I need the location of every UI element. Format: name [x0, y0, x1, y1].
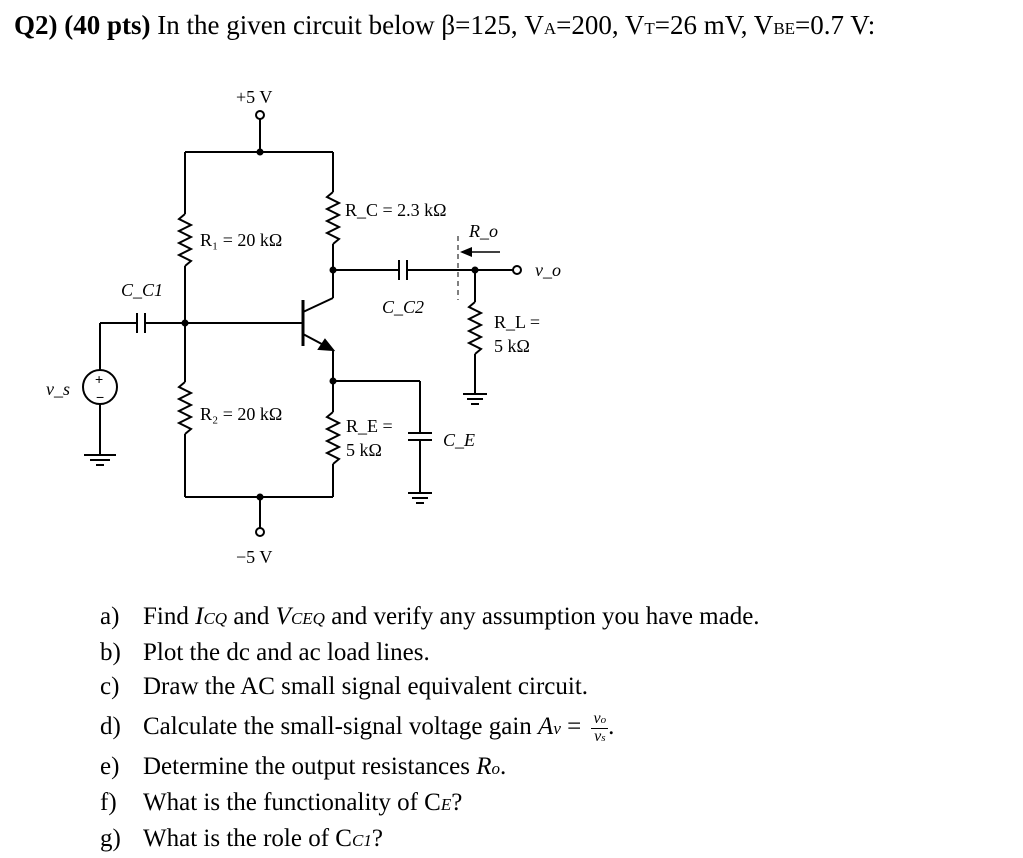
- vs-minus: −: [96, 389, 104, 405]
- question-letter: e): [100, 753, 120, 780]
- question-letter: a): [100, 603, 120, 630]
- vs-label: v_s: [46, 379, 70, 399]
- question-list: a) Find ICQ and VCEQ and verify any assum…: [100, 600, 760, 858]
- cc1-label: C_C1: [121, 280, 163, 300]
- vbe-subscript: BE: [773, 19, 796, 38]
- vbe-value: =0.7 V:: [795, 10, 876, 40]
- question-d: d) Calculate the small-signal voltage gai…: [100, 704, 760, 750]
- question-f: f) What is the functionality of CE?: [100, 786, 760, 822]
- q-text: Draw the AC small signal equivalent circ…: [143, 673, 589, 700]
- vt-value: =26 mV, V: [654, 10, 774, 40]
- vo-label: v_o: [535, 260, 561, 280]
- r1-label: R₁ = 20 kΩ: [200, 230, 282, 250]
- q-text: Calculate the small-signal voltage gain: [143, 713, 539, 740]
- rl-resistor: [466, 301, 484, 355]
- junction-dots: [181, 148, 479, 501]
- frac-den-sub: s: [601, 731, 606, 744]
- vcc-label: +5 V: [236, 87, 272, 107]
- cc2-label: C_C2: [382, 297, 424, 317]
- rl-label-line1: R_L =: [494, 312, 540, 332]
- vee-label: −5 V: [236, 547, 272, 567]
- vs-plus: +: [95, 371, 103, 387]
- ro-label: R_o: [468, 221, 498, 241]
- q-sub: E: [440, 795, 452, 814]
- question-c: c) Draw the AC small signal equivalent ci…: [100, 670, 760, 704]
- r2-resistor: [176, 381, 194, 435]
- vo-terminal: [512, 265, 522, 275]
- problem-heading: Q2) (40 pts) In the given circuit below …: [14, 8, 875, 46]
- re-label-line2: 5 kΩ: [346, 440, 382, 460]
- q-text: Plot the dc and ac load lines.: [143, 639, 430, 666]
- q-text: and: [227, 603, 276, 630]
- r2-label: R₂ = 20 kΩ: [200, 404, 282, 424]
- vcc-terminal: [255, 110, 265, 120]
- given-intro: In the given circuit below β=125, V: [157, 10, 544, 40]
- q-text: .: [500, 753, 507, 780]
- rc-label: R_C = 2.3 kΩ: [345, 200, 447, 220]
- question-letter: g): [100, 825, 121, 852]
- wires: [82, 110, 522, 537]
- q-var: I: [195, 603, 204, 630]
- q-sub: CQ: [203, 609, 228, 628]
- frac-num-sub: o: [600, 713, 607, 726]
- vt-subscript: T: [644, 19, 655, 38]
- re-resistor: [324, 411, 342, 465]
- q-text: ?: [371, 825, 383, 852]
- q-text: What is the functionality of C: [143, 789, 441, 816]
- question-letter: c): [100, 673, 120, 700]
- question-b: b) Plot the dc and ac load lines.: [100, 636, 760, 670]
- frac-num: v: [593, 709, 601, 727]
- frac-den: v: [594, 727, 602, 745]
- q-sub: v: [553, 719, 561, 738]
- question-a: a) Find ICQ and VCEQ and verify any assum…: [100, 600, 760, 636]
- rl-label-line2: 5 kΩ: [494, 336, 530, 356]
- question-e: e) Determine the output resistances Ro.: [100, 750, 760, 786]
- q-text: and verify any assumption you have made.: [324, 603, 760, 630]
- ro-arrow: [460, 247, 472, 257]
- q-text: Find: [143, 603, 196, 630]
- q-text: =: [560, 713, 588, 740]
- q-text: ?: [451, 789, 463, 816]
- q-text: Determine the output resistances: [143, 753, 477, 780]
- question-letter: f): [100, 789, 117, 816]
- rc-resistor: [324, 191, 342, 245]
- vee-terminal: [255, 527, 265, 537]
- r1-resistor: [176, 213, 194, 267]
- ce-label: C_E: [443, 430, 475, 450]
- q-sub: CEQ: [290, 609, 325, 628]
- q-text: .: [608, 713, 615, 740]
- q-sub: o: [491, 759, 501, 778]
- q-sub: C1: [351, 831, 372, 850]
- re-label-line1: R_E =: [346, 416, 393, 436]
- question-letter: b): [100, 639, 121, 666]
- va-subscript: A: [543, 19, 557, 38]
- question-letter: d): [100, 713, 121, 740]
- q-var: A: [538, 713, 554, 740]
- q-var: V: [275, 603, 291, 630]
- va-value: =200, V: [556, 10, 645, 40]
- q-text: What is the role of C: [143, 825, 352, 852]
- question-g: g) What is the role of CC1?: [100, 822, 760, 858]
- emitter-arrow: [317, 338, 336, 352]
- problem-number: Q2) (40 pts): [14, 10, 151, 40]
- q-var: R: [476, 753, 492, 780]
